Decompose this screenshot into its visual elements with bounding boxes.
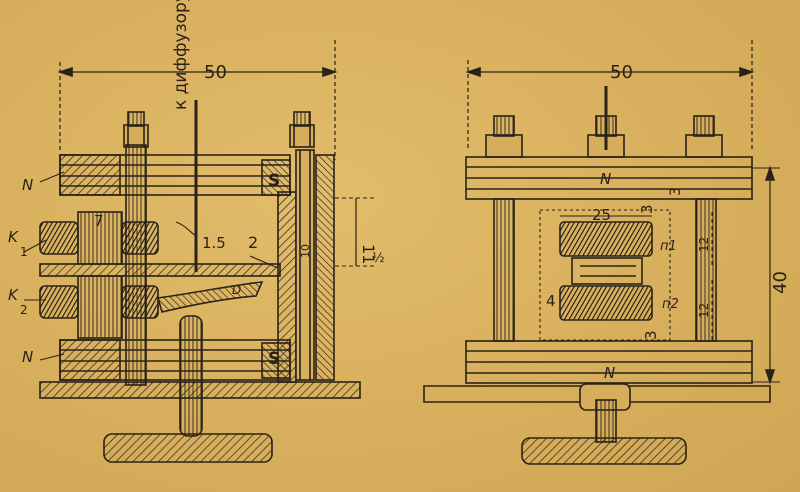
right-front-view: [423, 40, 780, 465]
core-K2: [77, 275, 123, 339]
left-top-pole-S: [261, 159, 291, 196]
left-outer-wall: [315, 154, 335, 381]
label-to-diffuser: к диффузору: [171, 0, 191, 110]
left-label-S-top: S: [268, 171, 280, 191]
dim-11-label: 11: [359, 244, 378, 264]
left-width-arrow-left: [57, 66, 73, 78]
left-bolt-end-1: [127, 111, 145, 127]
right-nut-1: [485, 134, 523, 158]
right-nut-3: [685, 134, 723, 158]
right-adjusting-knob: [521, 437, 687, 465]
dim-2-label: 2: [248, 233, 258, 252]
right-label-N-top: N: [600, 170, 611, 188]
right-height-arrow-top: [764, 165, 776, 181]
right-coil-n1: [559, 221, 653, 257]
dim-3-top-label: 3: [638, 204, 656, 214]
right-height-arrow-bottom: [764, 369, 776, 385]
right-label-N-bottom: N: [604, 364, 615, 382]
right-width-arrow-left: [465, 66, 481, 78]
dim-7-label: 7: [94, 212, 104, 230]
dim-3-right-label: 3: [668, 187, 684, 196]
left-label-N-top: N: [22, 176, 33, 194]
dim-12-bottom-label: 12: [697, 303, 711, 318]
dim-10-label: 10: [299, 244, 312, 258]
coil-K1-right: [121, 221, 159, 255]
right-inner-frame: [539, 209, 671, 341]
label-K1: K: [8, 228, 19, 246]
left-section-view: [23, 40, 375, 463]
left-width-arrow-right: [322, 66, 338, 78]
dim-3-bottom-label: 3: [642, 330, 660, 340]
right-adjusting-screw: [595, 399, 617, 443]
coil-K1-left: [39, 221, 79, 255]
label-n1: п1: [660, 239, 677, 254]
dim-25-label: 25: [592, 206, 611, 224]
dim-1-5-leader: [175, 221, 197, 237]
left-label-N-bottom: N: [22, 348, 33, 366]
left-top-magnet-hatch: [59, 154, 121, 196]
left-right-bolt: [295, 149, 315, 381]
left-adjusting-screw: [179, 315, 203, 437]
dim-2-leader: [249, 255, 279, 269]
dim-12-top-label: 12: [697, 237, 711, 252]
right-armature: [571, 257, 643, 285]
right-width-arrow-right: [739, 66, 755, 78]
label-K2: K: [8, 286, 19, 304]
label-D: D: [232, 283, 241, 297]
coil-K2-left: [39, 285, 79, 319]
armature-plate: [39, 263, 281, 277]
label-K1-sub: 1: [20, 245, 28, 259]
left-width-label: 50: [204, 62, 227, 83]
label-K2-sub: 2: [20, 303, 28, 317]
left-label-S-bottom: S: [268, 349, 280, 369]
right-width-label: 50: [610, 62, 633, 83]
right-side-bolt-1: [493, 198, 515, 342]
right-coil-n2: [559, 285, 653, 321]
left-bolt-end-2: [293, 111, 311, 127]
coil-K2-right: [121, 285, 159, 319]
spring-D: [156, 281, 264, 313]
right-side-bolt-2: [695, 198, 717, 342]
left-adjusting-knob: [103, 433, 273, 463]
dim-half-label: ½: [372, 251, 385, 266]
right-base-plate: [423, 385, 771, 403]
label-n2: п2: [662, 297, 679, 312]
right-bolt-end-1: [493, 115, 515, 137]
dim-4-label: 4: [546, 292, 556, 310]
right-height-label: 40: [770, 271, 791, 294]
dim-1-5-label: 1.5: [202, 234, 226, 252]
left-bottom-pole-S: [261, 342, 291, 379]
right-bolt-end-3: [693, 115, 715, 137]
left-bottom-magnet-hatch: [59, 339, 121, 381]
